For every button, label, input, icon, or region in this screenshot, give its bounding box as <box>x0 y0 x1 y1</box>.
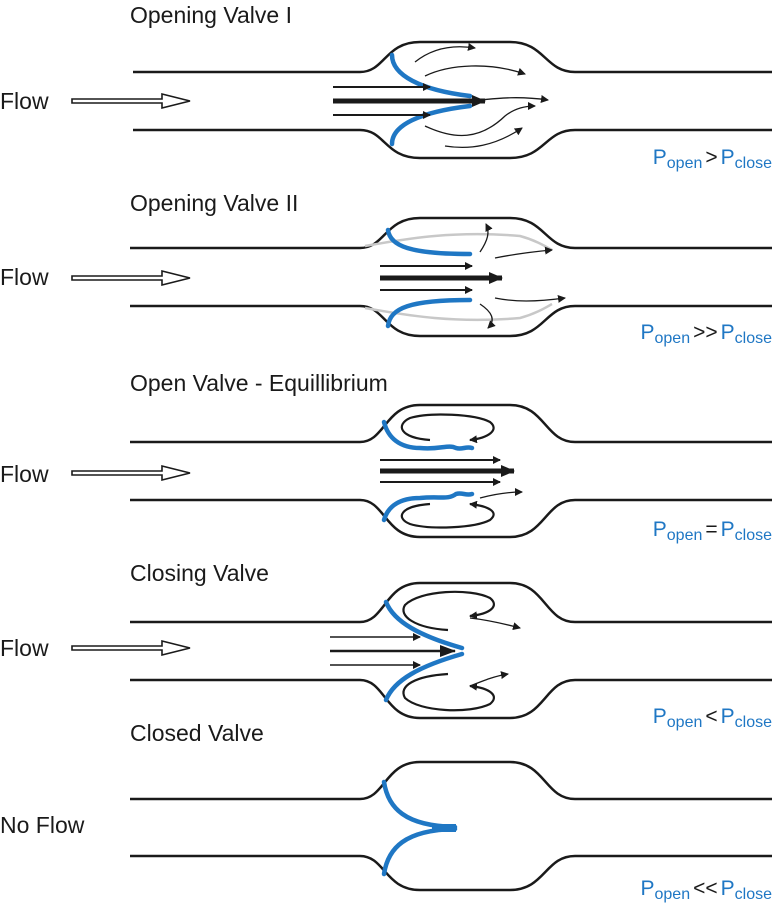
pressure-relation: Popen<Pclose <box>652 705 772 731</box>
leaflet-lower <box>381 491 475 523</box>
vessel-lower-wall <box>130 678 772 720</box>
flow-label: Flow <box>0 635 49 661</box>
flow-label: No Flow <box>0 812 85 838</box>
leaflet-lower <box>385 297 473 329</box>
panel-title: Open Valve - Equillibrium <box>130 370 388 396</box>
swirl-arrow <box>479 488 523 499</box>
pressure-relation: Popen>>Pclose <box>640 321 772 347</box>
swirl-arrow <box>479 223 493 253</box>
vortex-arrow <box>400 413 495 444</box>
vessel-upper-wall <box>133 40 772 74</box>
leaflet-upper <box>381 419 475 451</box>
swirl-arrow <box>469 671 509 687</box>
swirl-arrow <box>494 294 566 303</box>
swirl-arrow <box>494 246 553 259</box>
leaflet-upper <box>381 779 458 830</box>
panel-title: Opening Valve II <box>130 190 299 216</box>
flow-label: Flow <box>0 88 49 114</box>
vessel-upper-wall <box>130 581 772 624</box>
panel-opening-valve-2: Opening Valve II Flow Popen>>Pclose <box>0 180 774 360</box>
panel-opening-valve-1: Opening Valve I Flow Popen>Pclose <box>0 0 774 180</box>
panel-title: Closing Valve <box>130 560 269 586</box>
flow-arrow-icon <box>71 269 191 287</box>
swirl-arrow <box>444 127 523 149</box>
flow-arrow-icon <box>71 639 191 657</box>
swirl-arrow <box>414 42 476 63</box>
vessel-lower-wall <box>130 854 772 892</box>
panel-closed-valve: Closed Valve No Flow Popen<<Pclose <box>0 720 774 903</box>
valve-diagram <box>71 581 772 720</box>
vessel-lower-wall <box>130 498 772 539</box>
pressure-relation: Popen>Pclose <box>652 146 772 172</box>
vortex-arrow <box>402 590 495 632</box>
vessel-lower-wall <box>133 128 772 160</box>
flow-label: Flow <box>0 461 49 487</box>
leaflet-lower <box>389 103 473 147</box>
vessel-upper-wall <box>130 403 772 444</box>
leaflet-upper <box>385 227 473 257</box>
swirl-arrow <box>479 303 496 329</box>
swirl-arrow <box>469 617 521 631</box>
panel-closing-valve: Closing Valve Flow Popen<Pclose <box>0 550 774 731</box>
valve-diagram <box>130 760 772 892</box>
swirl-arrow <box>479 95 549 103</box>
swirl-arrow <box>424 65 526 77</box>
leaflet-coaptation <box>432 824 456 832</box>
flow-arrow-icon <box>71 464 191 482</box>
valve-diagram <box>71 216 772 338</box>
leaflet-lower <box>381 826 458 877</box>
leaflet-lower <box>383 651 465 703</box>
flow-label: Flow <box>0 264 49 290</box>
valve-diagram <box>71 40 772 160</box>
pressure-relation: Popen<<Pclose <box>640 877 772 903</box>
vortex-arrow <box>400 500 495 529</box>
leaflet-upper <box>389 52 473 99</box>
valve-diagram <box>71 403 772 539</box>
swirl-arrow <box>424 102 536 137</box>
panel-open-valve-equilibrium: Open Valve - Equillibrium Flow Popen=Pcl… <box>0 360 774 550</box>
vessel-upper-wall <box>130 760 772 801</box>
leaflet-upper <box>383 599 465 651</box>
panel-title: Opening Valve I <box>130 2 292 28</box>
vortex-arrow <box>402 672 495 712</box>
pressure-relation: Popen=Pclose <box>652 518 772 544</box>
panel-title: Closed Valve <box>130 720 264 746</box>
flow-arrow-icon <box>71 92 191 110</box>
vessel-upper-wall <box>130 216 772 250</box>
